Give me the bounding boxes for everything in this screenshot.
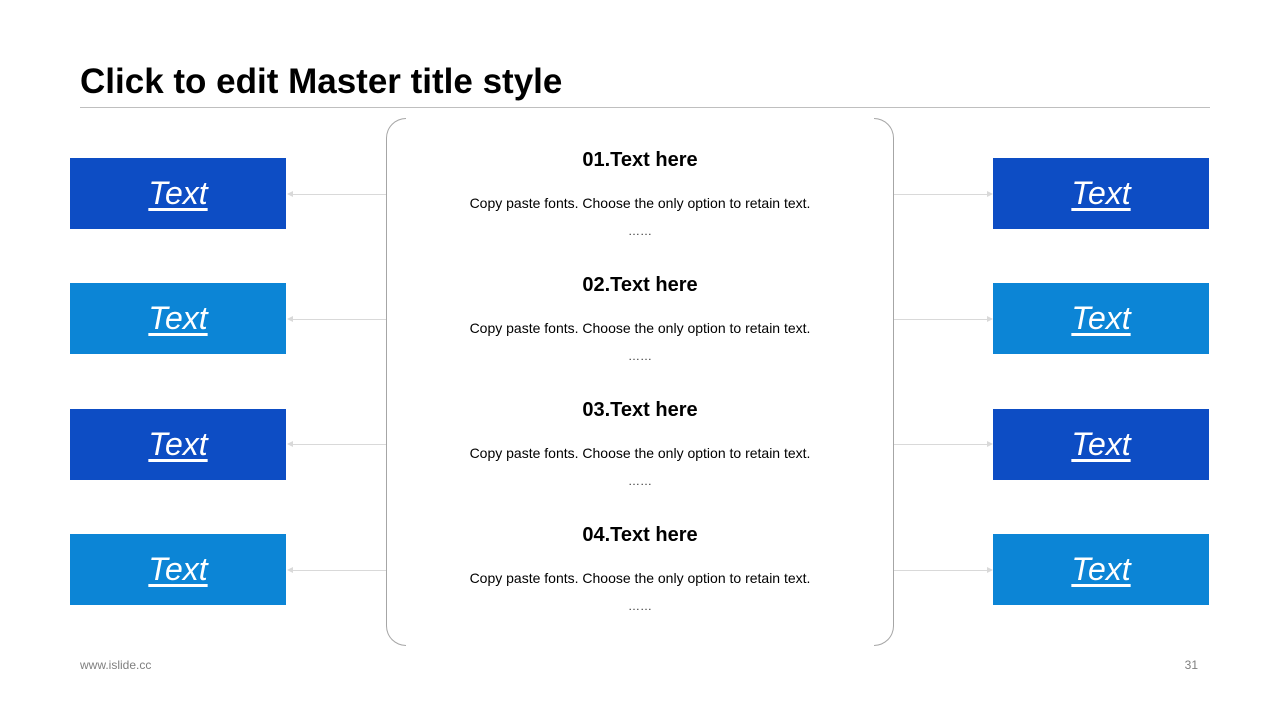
right-box-4[interactable]: Text [993,534,1209,605]
frame-corner-top-left [386,118,406,138]
right-connector-3 [894,444,987,445]
left-box-1[interactable]: Text [70,158,286,229]
frame-corner-bottom-right [874,626,894,646]
left-connector-1 [292,194,386,195]
left-arrow-3 [287,441,293,447]
right-connector-1 [894,194,987,195]
item-2-description: Copy paste fonts. Choose the only option… [469,320,811,336]
right-arrow-1 [987,191,993,197]
frame-right-edge [893,138,894,626]
right-connector-2 [894,319,987,320]
left-arrow-2 [287,316,293,322]
item-3-description: Copy paste fonts. Choose the only option… [469,445,811,461]
right-box-3[interactable]: Text [993,409,1209,480]
left-box-3[interactable]: Text [70,409,286,480]
item-1-description: Copy paste fonts. Choose the only option… [469,195,811,211]
item-3-ellipsis: …… [628,474,652,488]
item-2-heading: 02.Text here [582,274,698,296]
left-box-2[interactable]: Text [70,283,286,354]
item-2-ellipsis: …… [628,349,652,363]
item-4-description: Copy paste fonts. Choose the only option… [469,570,811,586]
slide-title: Click to edit Master title style [80,62,563,101]
footer-url: www.islide.cc [80,658,152,672]
item-1-heading: 01.Text here [582,149,698,171]
left-box-4[interactable]: Text [70,534,286,605]
left-connector-3 [292,444,386,445]
frame-left-edge [386,138,387,626]
right-arrow-2 [987,316,993,322]
left-connector-4 [292,570,386,571]
left-arrow-1 [287,191,293,197]
frame-corner-bottom-left [386,626,406,646]
right-connector-4 [894,570,987,571]
item-3-heading: 03.Text here [582,399,698,421]
title-divider [80,107,1210,108]
right-arrow-3 [987,441,993,447]
item-1-ellipsis: …… [628,224,652,238]
frame-corner-top-right [874,118,894,138]
left-arrow-4 [287,567,293,573]
page-number: 31 [1184,658,1198,672]
item-4-heading: 04.Text here [582,524,698,546]
right-box-2[interactable]: Text [993,283,1209,354]
item-4-ellipsis: …… [628,599,652,613]
right-box-1[interactable]: Text [993,158,1209,229]
right-arrow-4 [987,567,993,573]
left-connector-2 [292,319,386,320]
